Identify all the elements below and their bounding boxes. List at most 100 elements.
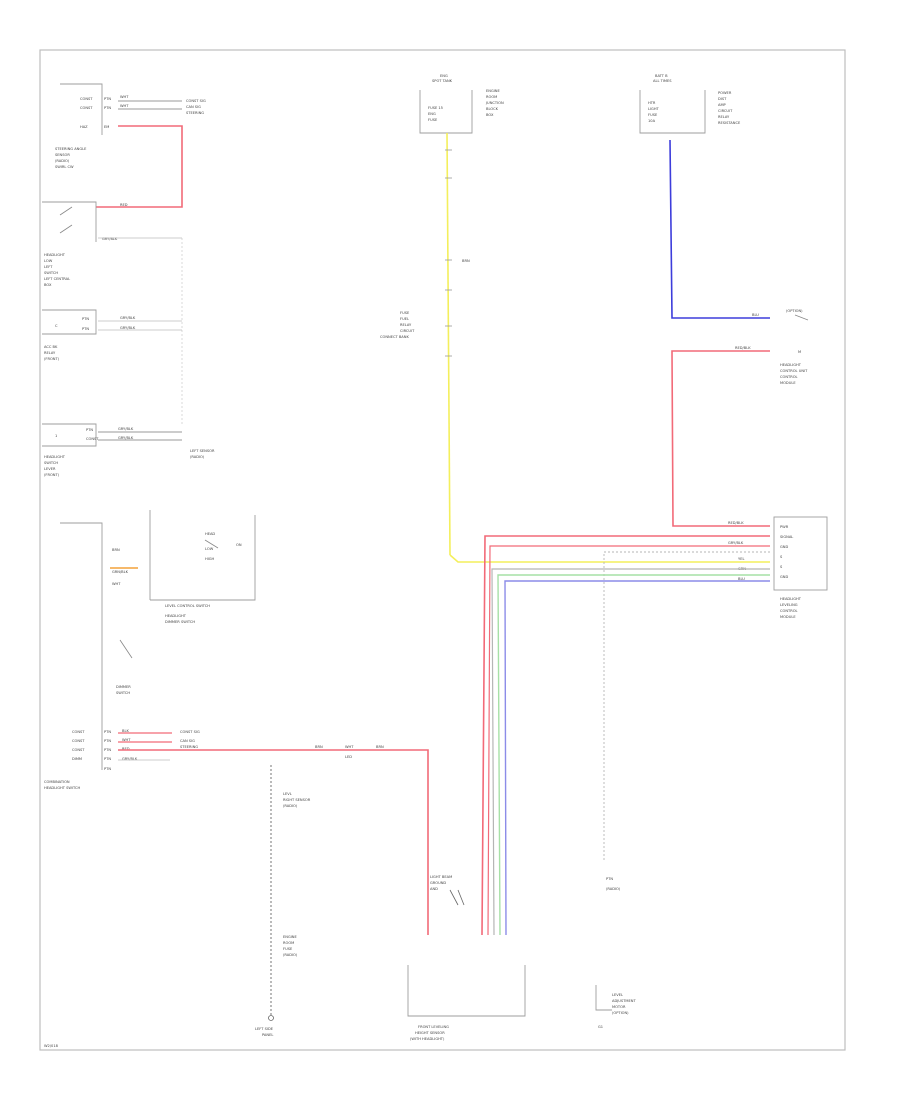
svg-text:PWR: PWR (780, 525, 789, 529)
svg-text:GND: GND (780, 545, 788, 549)
svg-text:CONST: CONST (72, 748, 85, 752)
svg-text:CONTROL: CONTROL (780, 609, 798, 613)
svg-text:SWIRL CW: SWIRL CW (55, 165, 74, 169)
svg-text:FUEL: FUEL (400, 317, 409, 321)
svg-text:LEVEL CONTROL SWITCH: LEVEL CONTROL SWITCH (165, 604, 210, 608)
svg-text:ACC BK: ACC BK (44, 345, 58, 349)
svg-text:LEVEL: LEVEL (612, 993, 623, 997)
svg-text:FRONT LEVELING: FRONT LEVELING (418, 1025, 449, 1029)
svg-text:BLU: BLU (738, 577, 745, 581)
svg-text:CONTROL: CONTROL (780, 375, 798, 379)
svg-text:PTN: PTN (82, 317, 89, 321)
svg-text:CONST: CONST (80, 106, 93, 110)
svg-text:STEERING ANGLE: STEERING ANGLE (55, 147, 87, 151)
svg-text:ROOM: ROOM (283, 941, 294, 945)
svg-text:RED: RED (120, 203, 128, 207)
svg-text:HTR: HTR (648, 101, 656, 105)
svg-text:HEIGHT SENSOR: HEIGHT SENSOR (415, 1031, 445, 1035)
steering-angle-sensor: CONST CONST PTN PTN WHT WHT CONST SIG CA… (55, 83, 206, 169)
yellow-feed-wire: BRN FUSE FUEL RELAY CIRCUIT CONNECT BANK (380, 132, 770, 563)
svg-text:SWITCH: SWITCH (44, 461, 58, 465)
svg-text:BRN: BRN (315, 745, 323, 749)
svg-text:HEADLIGHT SWITCH: HEADLIGHT SWITCH (44, 786, 80, 790)
svg-text:FUSE 15: FUSE 15 (428, 106, 443, 110)
svg-text:JUNCTION: JUNCTION (485, 101, 504, 105)
svg-text:AND: AND (430, 887, 438, 891)
headlight-low-switch: GRY/BLK HEADLIGHT LOW LEFT SWITCH LEFT C… (42, 201, 182, 287)
svg-text:ROOM: ROOM (486, 95, 497, 99)
svg-text:CONST: CONST (72, 739, 85, 743)
svg-text:HAZ: HAZ (80, 125, 88, 129)
svg-text:DIMM: DIMM (72, 757, 82, 761)
svg-text:RED: RED (122, 747, 130, 751)
svg-text:10A: 10A (648, 119, 656, 123)
svg-text:(WITH HEADLIGHT): (WITH HEADLIGHT) (410, 1037, 445, 1041)
svg-text:STEERING: STEERING (186, 111, 204, 115)
svg-text:ALL TIMES: ALL TIMES (653, 79, 672, 83)
svg-text:ENG: ENG (428, 112, 436, 116)
svg-text:AMP: AMP (718, 103, 727, 107)
combination-switch: CONST CONST CONST DIMM PTN PTN PTN PTN B… (44, 729, 200, 790)
svg-text:RED/BLK: RED/BLK (735, 346, 751, 350)
svg-text:RELAY: RELAY (400, 323, 412, 327)
ground-wire: LEVL RIGHT SENSOR (RADIO) ENGINE ROOM FU… (255, 765, 311, 1037)
svg-text:PTN: PTN (82, 327, 89, 331)
svg-text:BATT B: BATT B (655, 74, 668, 78)
blue-signal-wire: BLU (OPTION) (669, 139, 809, 321)
diagram-frame (39, 49, 846, 1051)
svg-text:FUSE: FUSE (400, 311, 410, 315)
svg-text:(OPTION): (OPTION) (612, 1011, 629, 1015)
headlight-control-switch: BRN GRN/BLK WHT HEAD LOW HIGH ON LEVEL C… (60, 510, 256, 770)
svg-text:FUSE: FUSE (428, 118, 438, 122)
svg-text:GROUND: GROUND (430, 881, 446, 885)
svg-text:(RADIO): (RADIO) (283, 953, 298, 957)
svg-text:CONST SIG: CONST SIG (186, 99, 206, 103)
svg-text:PTN: PTN (104, 730, 111, 734)
svg-text:GRY/BLK: GRY/BLK (122, 757, 138, 761)
svg-text:(RADIO): (RADIO) (190, 455, 205, 459)
svg-text:LIGHT BEAM: LIGHT BEAM (430, 875, 452, 879)
acc-bk-relay: C PTN PTN GRY/BLK GRY/BLK ACC BK RELAY (… (42, 309, 182, 361)
svg-text:BOX: BOX (44, 283, 52, 287)
svg-text:BRN: BRN (462, 259, 470, 263)
svg-text:SENSOR: SENSOR (55, 153, 70, 157)
svg-text:(RADIO): (RADIO) (606, 887, 621, 891)
svg-text:(FRONT): (FRONT) (44, 357, 60, 361)
svg-text:PTN: PTN (104, 767, 111, 771)
svg-text:GRY/BLK: GRY/BLK (728, 541, 744, 545)
svg-text:CONST: CONST (72, 730, 85, 734)
svg-text:SWITCH: SWITCH (116, 691, 130, 695)
svg-text:ENGINE: ENGINE (486, 89, 500, 93)
svg-text:CONTROL UNIT: CONTROL UNIT (780, 369, 808, 373)
svg-text:(RADIO): (RADIO) (283, 804, 298, 808)
headlight-switch-front: 1 PTN CONST GRY/BLK GRY/BLK LEFT SENSOR … (42, 423, 215, 477)
svg-text:RESISTANCE: RESISTANCE (718, 121, 741, 125)
svg-text:1: 1 (55, 434, 57, 438)
svg-text:CIRCUIT: CIRCUIT (718, 109, 733, 113)
svg-text:CAN SIG: CAN SIG (180, 739, 195, 743)
svg-text:BRN: BRN (376, 745, 384, 749)
svg-text:DIMMER SWITCH: DIMMER SWITCH (165, 620, 195, 624)
svg-text:POWER: POWER (718, 91, 732, 95)
red-wire-top-left: RED (96, 125, 183, 208)
svg-text:LOW: LOW (205, 547, 214, 551)
svg-text:WHT: WHT (122, 738, 131, 742)
svg-text:S: S (780, 565, 783, 569)
svg-text:ON: ON (236, 543, 242, 547)
svg-text:M: M (798, 350, 801, 354)
svg-text:SPOT TANK: SPOT TANK (432, 79, 453, 83)
svg-text:GRY/BLK: GRY/BLK (120, 326, 136, 330)
svg-text:STEERING: STEERING (180, 745, 198, 749)
svg-text:RELAY: RELAY (44, 351, 56, 355)
svg-text:WHT: WHT (112, 582, 121, 586)
svg-text:BLOCK: BLOCK (486, 107, 499, 111)
svg-text:(FRONT): (FRONT) (44, 473, 60, 477)
svg-text:(OPTION): (OPTION) (786, 309, 803, 313)
svg-text:DIMMER: DIMMER (116, 685, 131, 689)
svg-text:YEL: YEL (738, 557, 744, 561)
svg-text:HIGH: HIGH (205, 557, 215, 561)
svg-text:LEFT CENTRAL: LEFT CENTRAL (44, 277, 70, 281)
front-leveling-sensor: LIGHT BEAM GROUND AND FRONT LEVELING HEI… (407, 875, 526, 1041)
svg-text:WHT: WHT (120, 104, 129, 108)
